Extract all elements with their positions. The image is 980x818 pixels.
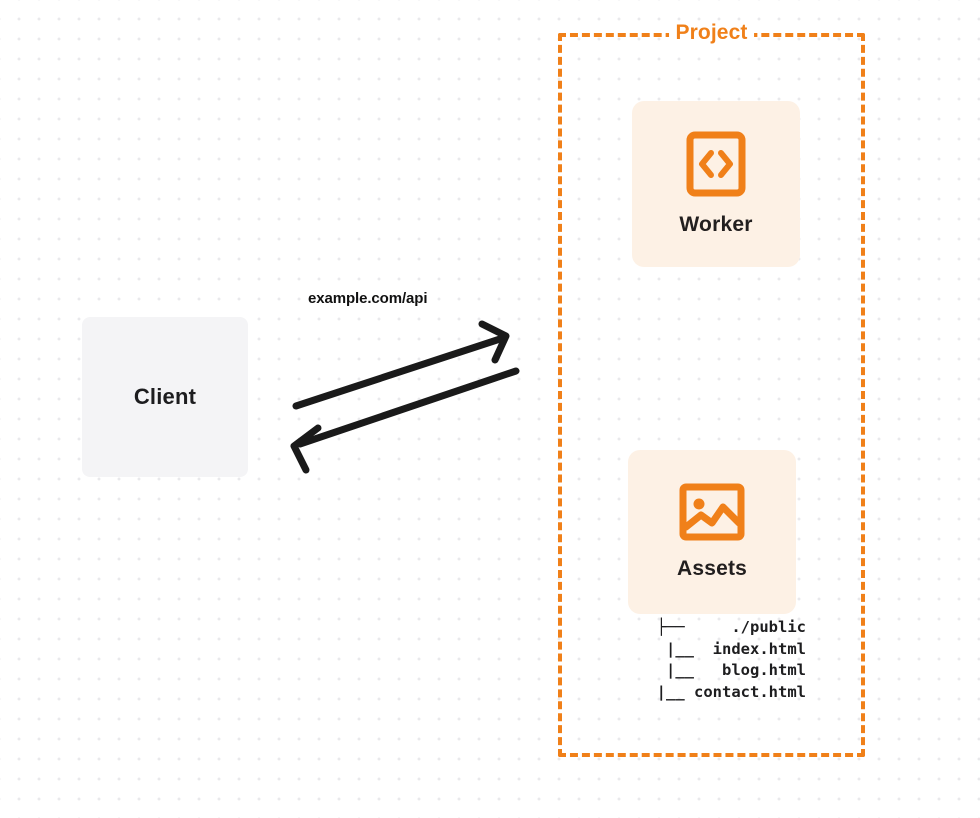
assets-file-tree: ├── ./public |__ index.html |__ blog.htm…: [656, 618, 806, 701]
client-node[interactable]: Client: [82, 317, 248, 477]
code-brackets-icon: [686, 131, 746, 197]
image-picture-icon: [679, 483, 745, 541]
worker-label: Worker: [679, 213, 753, 236]
arrow-left-down-icon: [290, 367, 520, 474]
arrow-right-up-icon: [292, 320, 510, 410]
assets-label: Assets: [676, 557, 748, 580]
request-url-label: example.com/api: [308, 290, 428, 307]
client-label: Client: [133, 384, 197, 409]
assets-node[interactable]: Assets: [628, 450, 796, 614]
project-boundary: Project: [558, 21, 865, 757]
connector-arrows: [290, 320, 520, 474]
worker-node[interactable]: Worker: [632, 101, 800, 267]
project-title: Project: [668, 21, 755, 45]
